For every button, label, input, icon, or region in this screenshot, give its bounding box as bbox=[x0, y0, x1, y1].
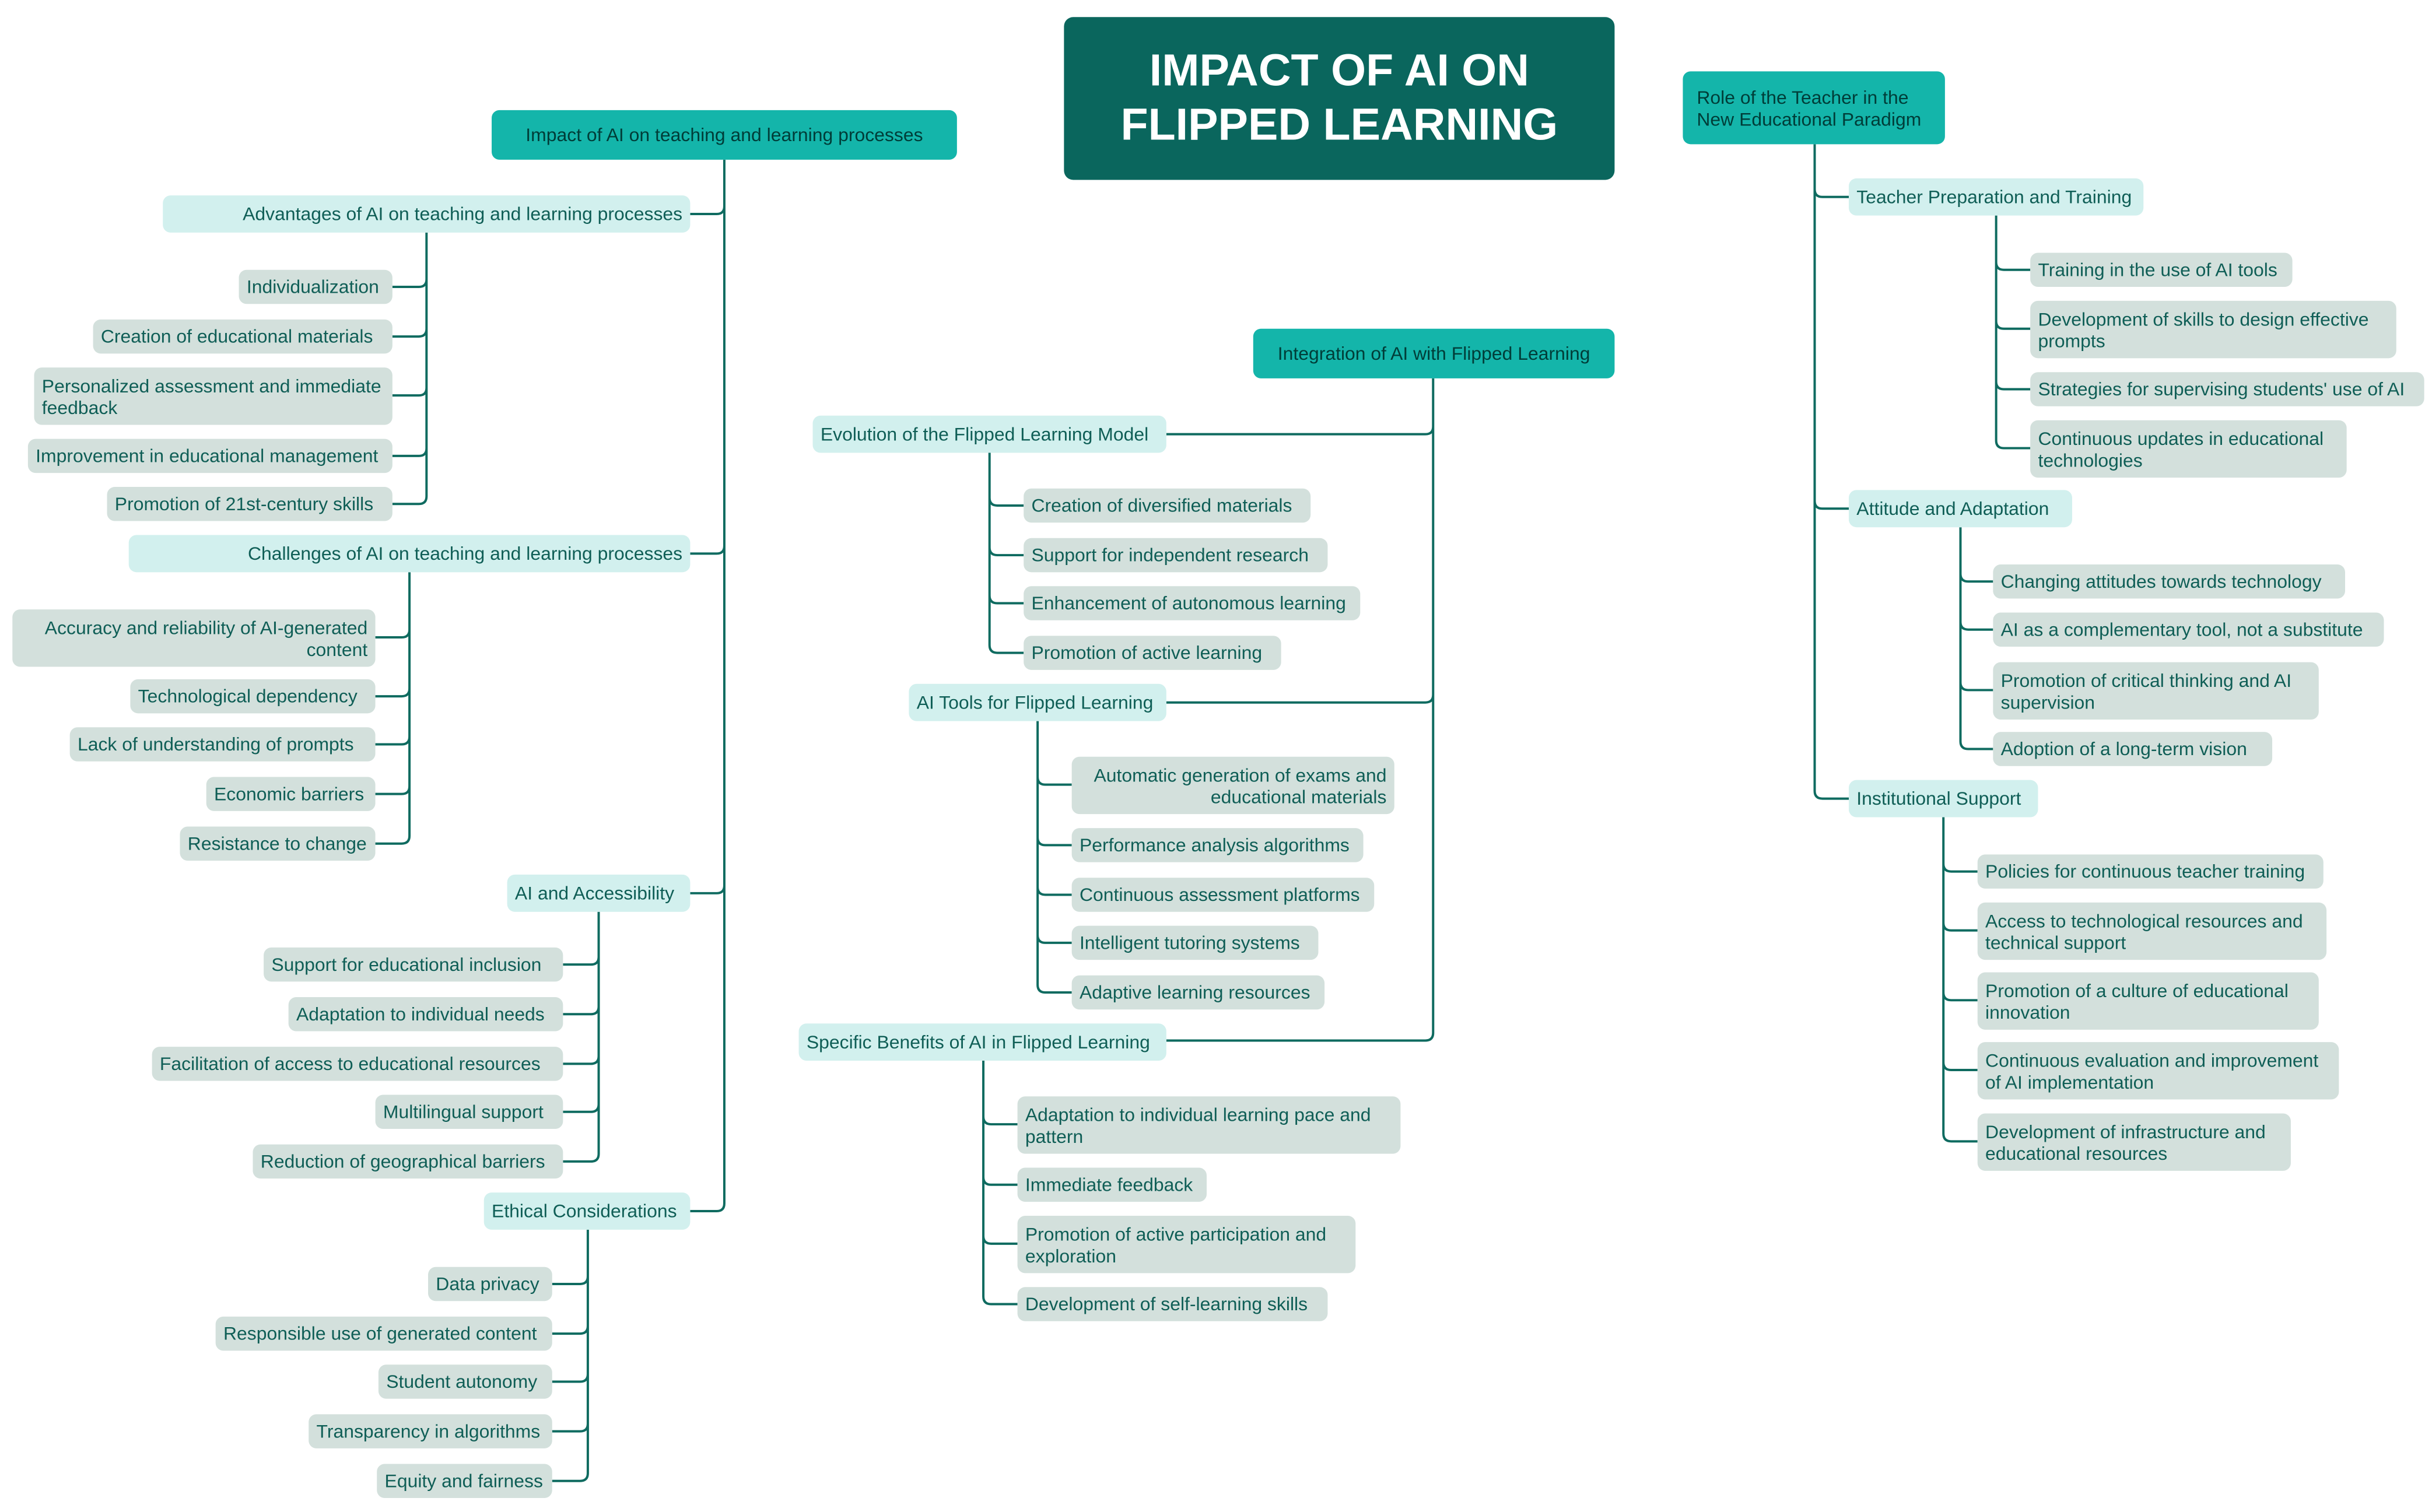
leaf-supervising-students[interactable]: Strategies for supervising students' use… bbox=[2030, 372, 2424, 406]
leaf-critical-thinking[interactable]: Promotion of critical thinking and AI su… bbox=[1993, 662, 2319, 720]
connector-10 bbox=[1995, 215, 2031, 450]
connector-3 bbox=[563, 911, 600, 1163]
map-title: IMPACT OF AI ON FLIPPED LEARNING bbox=[1064, 17, 1615, 180]
connector-1 bbox=[392, 232, 428, 506]
connector-4 bbox=[552, 1229, 589, 1482]
leaf-diversified-materials[interactable]: Creation of diversified materials bbox=[1024, 488, 1311, 523]
leaf-adaptive-resources[interactable]: Adaptive learning resources bbox=[1071, 975, 1325, 1010]
leaf-economic-barriers[interactable]: Economic barriers bbox=[206, 777, 376, 811]
leaf-culture-innovation[interactable]: Promotion of a culture of educational in… bbox=[1977, 972, 2319, 1030]
leaf-changing-attitudes[interactable]: Changing attitudes towards technology bbox=[1993, 564, 2346, 599]
leaf-long-term-vision[interactable]: Adoption of a long-term vision bbox=[1993, 732, 2273, 766]
sub-accessibility[interactable]: AI and Accessibility bbox=[507, 874, 691, 912]
connector-9 bbox=[1813, 144, 1849, 800]
leaf-continuous-assessment[interactable]: Continuous assessment platforms bbox=[1071, 878, 1375, 912]
leaf-geographical-barriers[interactable]: Reduction of geographical barriers bbox=[253, 1144, 563, 1179]
leaf-intelligent-tutoring[interactable]: Intelligent tutoring systems bbox=[1071, 925, 1319, 960]
leaf-multilingual-support[interactable]: Multilingual support bbox=[375, 1094, 563, 1129]
sub-ethical-considerations[interactable]: Ethical Considerations bbox=[483, 1192, 691, 1230]
leaf-equity-fairness[interactable]: Equity and fairness bbox=[377, 1464, 552, 1498]
connector-8 bbox=[982, 1061, 1018, 1306]
sub-ai-tools[interactable]: AI Tools for Flipped Learning bbox=[909, 683, 1166, 721]
leaf-design-prompts[interactable]: Development of skills to design effectiv… bbox=[2030, 300, 2396, 359]
connector-0 bbox=[690, 159, 726, 1212]
sub-institutional-support[interactable]: Institutional Support bbox=[1849, 780, 2038, 818]
sub-specific-benefits[interactable]: Specific Benefits of AI in Flipped Learn… bbox=[798, 1023, 1166, 1061]
sub-advantages[interactable]: Advantages of AI on teaching and learnin… bbox=[163, 195, 691, 233]
leaf-educational-management[interactable]: Improvement in educational management bbox=[27, 438, 393, 473]
connector-11 bbox=[1959, 527, 1993, 750]
branch-role-of-teacher[interactable]: Role of the Teacher in the New Education… bbox=[1683, 71, 1945, 145]
leaf-complementary-tool[interactable]: AI as a complementary tool, not a substi… bbox=[1993, 612, 2384, 647]
branch-impact-on-teaching[interactable]: Impact of AI on teaching and learning pr… bbox=[492, 110, 957, 160]
leaf-performance-analysis[interactable]: Performance analysis algorithms bbox=[1071, 828, 1364, 862]
connector-5 bbox=[1166, 378, 1435, 1042]
connector-6 bbox=[988, 452, 1024, 654]
leaf-transparency-algorithms[interactable]: Transparency in algorithms bbox=[309, 1414, 552, 1448]
leaf-evaluation-improvement[interactable]: Continuous evaluation and improvement of… bbox=[1977, 1042, 2339, 1100]
leaf-creation-educational-materials[interactable]: Creation of educational materials bbox=[93, 319, 393, 354]
leaf-technological-resources[interactable]: Access to technological resources and te… bbox=[1977, 902, 2327, 960]
leaf-technological-dependency[interactable]: Technological dependency bbox=[130, 679, 376, 714]
leaf-student-autonomy[interactable]: Student autonomy bbox=[378, 1364, 552, 1399]
leaf-active-learning[interactable]: Promotion of active learning bbox=[1024, 636, 1281, 670]
sub-attitude-adaptation[interactable]: Attitude and Adaptation bbox=[1849, 490, 2072, 528]
connector-2 bbox=[375, 572, 411, 845]
leaf-access-resources[interactable]: Facilitation of access to educational re… bbox=[152, 1047, 563, 1081]
leaf-immediate-feedback[interactable]: Immediate feedback bbox=[1017, 1167, 1207, 1202]
leaf-learning-pace[interactable]: Adaptation to individual learning pace a… bbox=[1017, 1096, 1401, 1154]
leaf-autonomous-learning[interactable]: Enhancement of autonomous learning bbox=[1024, 586, 1361, 620]
leaf-understanding-prompts[interactable]: Lack of understanding of prompts bbox=[69, 727, 376, 762]
leaf-policies-training[interactable]: Policies for continuous teacher training bbox=[1977, 854, 2324, 889]
leaf-continuous-updates[interactable]: Continuous updates in educational techno… bbox=[2030, 420, 2347, 478]
leaf-automatic-generation[interactable]: Automatic generation of exams and educat… bbox=[1071, 756, 1394, 815]
branch-integration-flipped-learning[interactable]: Integration of AI with Flipped Learning bbox=[1253, 328, 1615, 378]
connector-12 bbox=[1942, 817, 1978, 1143]
leaf-data-privacy[interactable]: Data privacy bbox=[427, 1267, 552, 1301]
leaf-resistance-to-change[interactable]: Resistance to change bbox=[180, 826, 376, 861]
connector-7 bbox=[1036, 721, 1072, 994]
sub-challenges[interactable]: Challenges of AI on teaching and learnin… bbox=[128, 535, 691, 573]
leaf-educational-inclusion[interactable]: Support for educational inclusion bbox=[264, 947, 563, 982]
leaf-infrastructure-resources[interactable]: Development of infrastructure and educat… bbox=[1977, 1113, 2291, 1171]
leaf-independent-research[interactable]: Support for independent research bbox=[1024, 538, 1328, 573]
leaf-accuracy-reliability[interactable]: Accuracy and reliability of AI-generated… bbox=[12, 609, 376, 667]
leaf-personalized-assessment[interactable]: Personalized assessment and immediate fe… bbox=[34, 367, 393, 425]
leaf-self-learning-skills[interactable]: Development of self-learning skills bbox=[1017, 1287, 1328, 1321]
leaf-active-participation[interactable]: Promotion of active participation and ex… bbox=[1017, 1215, 1356, 1274]
sub-teacher-preparation[interactable]: Teacher Preparation and Training bbox=[1849, 178, 2144, 216]
leaf-responsible-use[interactable]: Responsible use of generated content bbox=[215, 1316, 552, 1351]
leaf-individual-needs[interactable]: Adaptation to individual needs bbox=[288, 997, 563, 1032]
leaf-individualization[interactable]: Individualization bbox=[239, 269, 393, 304]
leaf-training-ai-tools[interactable]: Training in the use of AI tools bbox=[2030, 252, 2293, 287]
sub-evolution-model[interactable]: Evolution of the Flipped Learning Model bbox=[812, 415, 1166, 453]
leaf-21st-century-skills[interactable]: Promotion of 21st-century skills bbox=[107, 487, 393, 521]
